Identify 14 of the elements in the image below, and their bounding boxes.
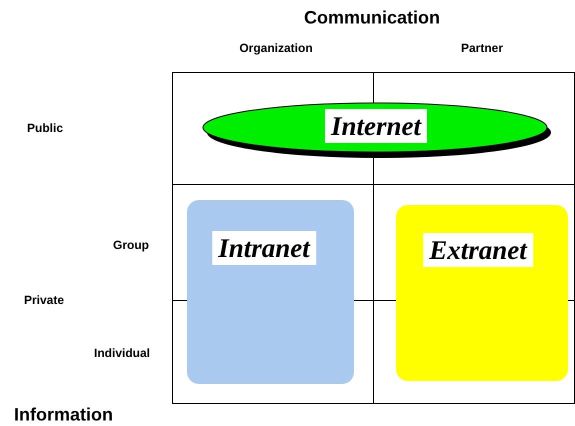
row-header: Public — [27, 121, 64, 135]
row-header: Group — [113, 238, 149, 252]
column-header: Partner — [460, 41, 504, 55]
axis-title: Information — [14, 404, 113, 426]
node-title: Internet — [324, 109, 428, 143]
node-title: Intranet — [212, 231, 316, 265]
node-title: Extranet — [423, 233, 533, 267]
oval-shape — [202, 102, 552, 159]
rounded-box — [187, 200, 354, 384]
axis-title: Communication — [304, 8, 440, 28]
row-header: Individual — [94, 346, 150, 360]
rounded-box — [396, 205, 568, 381]
column-header: Organization — [239, 41, 313, 55]
row-header: Private — [24, 293, 64, 307]
